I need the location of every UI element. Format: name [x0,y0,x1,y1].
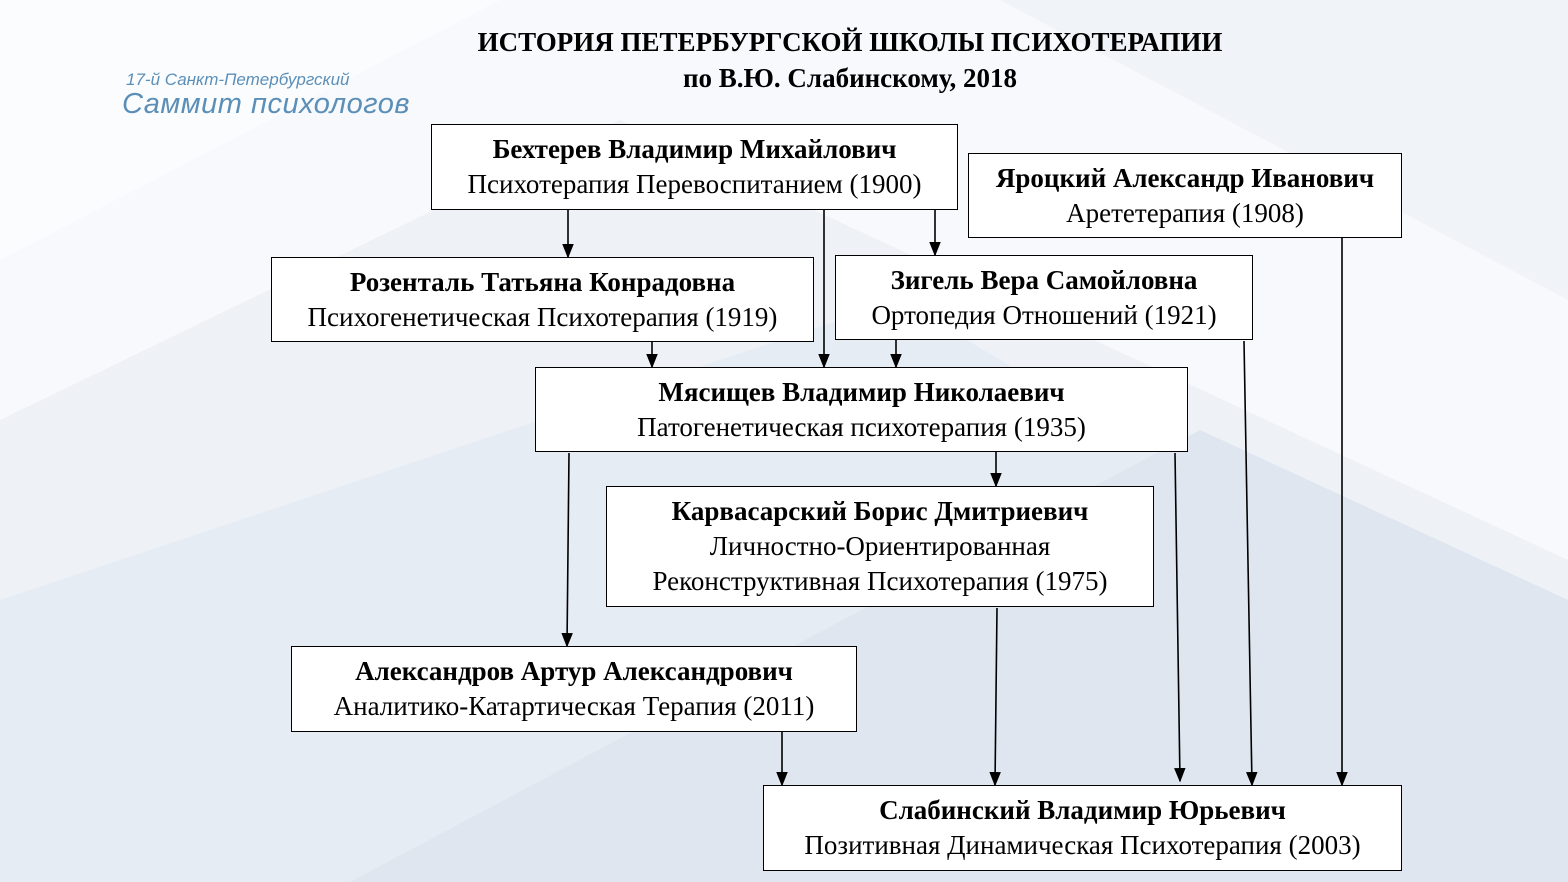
node-aleksandrov: Александров Артур Александрович Аналитик… [291,646,857,732]
edge-karvasarsky-slabinsky [989,607,1001,787]
node-karvasarsky: Карвасарский Борис Дмитриевич Личностно-… [606,486,1154,607]
node-name: Слабинский Владимир Юрьевич [879,795,1286,825]
node-zigel: Зигель Вера Самойловна Ортопедия Отношен… [835,255,1253,340]
node-description-line1: Личностно-Ориентированная [709,531,1051,561]
node-rozental: Розенталь Татьяна Конрадовна Психогенети… [271,257,814,342]
node-description: Ортопедия Отношений (1921) [871,299,1217,330]
node-description: Позитивная Динамическая Психотерапия (20… [804,830,1361,860]
logo-title: Саммит психологов [122,88,410,120]
node-name: Карвасарский Борис Дмитриевич [671,496,1089,526]
node-name: Бехтерев Владимир Михайлович [492,134,897,164]
node-description: Арететерапия (1908) [1066,197,1304,228]
page-subtitle: по В.Ю. Слабинскому, 2018 [682,63,1018,93]
node-name: Яроцкий Александр Иванович [995,162,1375,193]
node-myasishchev: Мясищев Владимир Николаевич Патогенетиче… [535,367,1188,452]
node-bekhterev: Бехтерев Владимир Михайлович Психотерапи… [431,124,958,210]
node-description: Психогенетическая Психотерапия (1919) [307,301,778,332]
node-name: Розенталь Татьяна Конрадовна [349,266,736,297]
page-title: ИСТОРИЯ ПЕТЕРБУРГСКОЙ ШКОЛЫ ПСИХОТЕРАПИИ [477,27,1223,57]
logo-caption: 17-й Санкт-Петербургский [126,70,350,89]
node-description: Психотерапия Перевоспитанием (1900) [467,169,922,199]
node-name: Зигель Вера Самойловна [890,264,1198,295]
node-description: Патогенетическая психотерапия (1935) [637,411,1086,442]
node-description-line2: Реконструктивная Психотерапия (1975) [652,566,1108,596]
node-name: Александров Артур Александрович [355,656,793,686]
edge-myasishchev-slabinsky [1174,452,1186,783]
node-description: Аналитико-Катартическая Терапия (2011) [333,691,815,721]
edge-myasishchev-aleksandrov [561,452,573,648]
node-slabinsky: Слабинский Владимир Юрьевич Позитивная Д… [763,785,1402,871]
node-yarotsky: Яроцкий Александр Иванович Арететерапия … [968,153,1402,238]
edge-zigel-slabinsky [1243,340,1258,787]
node-name: Мясищев Владимир Николаевич [658,376,1065,407]
